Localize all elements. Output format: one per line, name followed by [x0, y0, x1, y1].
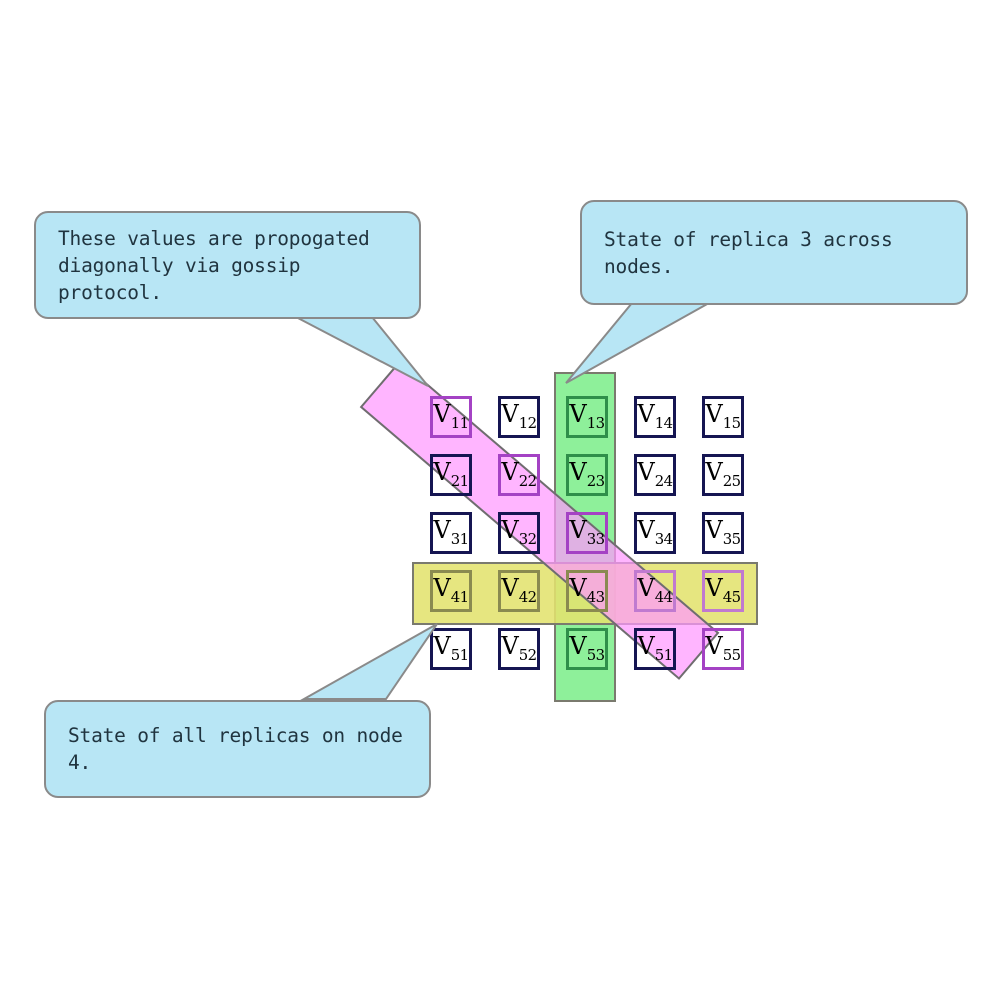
grid-cell-r5c1[interactable]: V51 — [430, 628, 472, 670]
grid-cell-r5c4[interactable]: V51 — [634, 628, 676, 670]
grid-cell-r4c5[interactable]: V45 — [702, 570, 744, 612]
cell-label: V53 — [569, 631, 605, 664]
cell-label: V55 — [705, 631, 741, 664]
cell-label: V51 — [637, 631, 673, 664]
cell-label: V35 — [705, 515, 741, 548]
grid-cell-r3c1[interactable]: V31 — [430, 512, 472, 554]
grid-cell-r3c2[interactable]: V32 — [498, 512, 540, 554]
cell-label: V11 — [433, 399, 469, 432]
grid-cell-r1c5[interactable]: V15 — [702, 396, 744, 438]
grid-cell-r5c2[interactable]: V52 — [498, 628, 540, 670]
cell-label: V31 — [433, 515, 469, 548]
grid-cell-r2c3[interactable]: V23 — [566, 454, 608, 496]
grid-cell-r1c4[interactable]: V14 — [634, 396, 676, 438]
grid-cell-r2c4[interactable]: V24 — [634, 454, 676, 496]
cell-label: V14 — [637, 399, 673, 432]
cell-label: V44 — [637, 573, 673, 606]
callout-tail-replica3 — [565, 302, 713, 384]
callout-gossip-text: These values are propogated diagonally v… — [58, 226, 370, 304]
grid-cell-r3c3[interactable]: V33 — [566, 512, 608, 554]
cell-label: V15 — [705, 399, 741, 432]
cell-label: V32 — [501, 515, 537, 548]
grid-cell-r4c4[interactable]: V44 — [634, 570, 676, 612]
cell-label: V12 — [501, 399, 537, 432]
grid-cell-r3c5[interactable]: V35 — [702, 512, 744, 554]
cell-label: V23 — [569, 457, 605, 490]
callout-tail-node4 — [300, 623, 438, 700]
cell-label: V13 — [569, 399, 605, 432]
callout-node-4: State of all replicas on node 4. — [44, 700, 431, 798]
grid-cell-r1c2[interactable]: V12 — [498, 396, 540, 438]
grid-cell-r3c4[interactable]: V34 — [634, 512, 676, 554]
cell-label: V42 — [501, 573, 537, 606]
callout-gossip-protocol: These values are propogated diagonally v… — [34, 211, 421, 319]
callout-replica-3: State of replica 3 across nodes. — [580, 200, 968, 305]
grid-cell-r5c5[interactable]: V55 — [702, 628, 744, 670]
cell-label: V45 — [705, 573, 741, 606]
cell-label: V34 — [637, 515, 673, 548]
cell-label: V21 — [433, 457, 469, 490]
callout-node-4-text: State of all replicas on node 4. — [68, 724, 403, 774]
cell-label: V24 — [637, 457, 673, 490]
cell-label: V25 — [705, 457, 741, 490]
grid-cell-r4c1[interactable]: V41 — [430, 570, 472, 612]
grid-cell-r5c3[interactable]: V53 — [566, 628, 608, 670]
cell-label: V52 — [501, 631, 537, 664]
cell-label: V51 — [433, 631, 469, 664]
grid-cell-r2c5[interactable]: V25 — [702, 454, 744, 496]
callout-replica-3-text: State of replica 3 across nodes. — [604, 227, 893, 278]
cell-label: V22 — [501, 457, 537, 490]
grid-cell-r1c1[interactable]: V11 — [430, 396, 472, 438]
grid-cell-r4c3[interactable]: V43 — [566, 570, 608, 612]
grid-cell-r4c2[interactable]: V42 — [498, 570, 540, 612]
cell-label: V41 — [433, 573, 469, 606]
grid-cell-r1c3[interactable]: V13 — [566, 396, 608, 438]
cell-label: V33 — [569, 515, 605, 548]
cell-label: V43 — [569, 573, 605, 606]
grid-cell-r2c2[interactable]: V22 — [498, 454, 540, 496]
grid-cell-r2c1[interactable]: V21 — [430, 454, 472, 496]
